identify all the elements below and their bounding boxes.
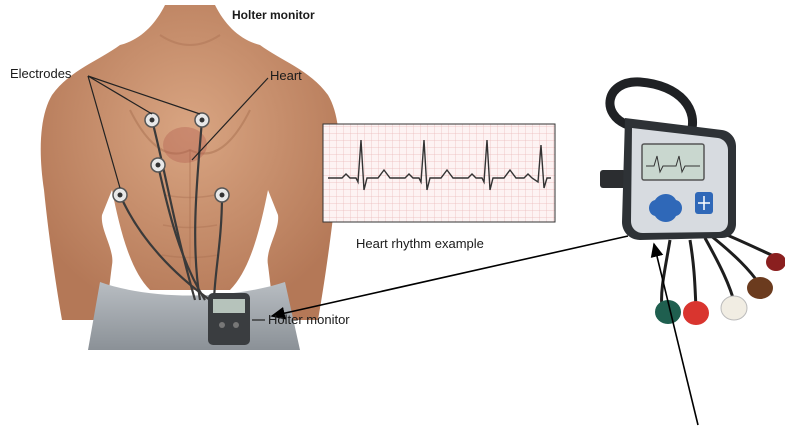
arrows	[272, 236, 698, 425]
label-heart: Heart	[270, 68, 302, 83]
electrode-pad-icon	[145, 113, 159, 127]
electrode-pad-icon	[195, 113, 209, 127]
label-holter-monitor: Holter monitor	[268, 312, 350, 327]
diagram-title: Holter monitor	[232, 8, 315, 22]
electrode-pad-icon	[151, 158, 165, 172]
ecg-caption: Heart rhythm example	[356, 236, 484, 251]
electrode-pad-icon	[113, 188, 127, 202]
electrode-pad-icon	[215, 188, 229, 202]
ecg-strip	[323, 124, 555, 222]
belt-holter-device	[208, 293, 250, 345]
arrow-pointing-to-device	[654, 244, 698, 425]
holter-device-icon	[600, 82, 785, 325]
label-electrodes: Electrodes	[10, 66, 71, 81]
